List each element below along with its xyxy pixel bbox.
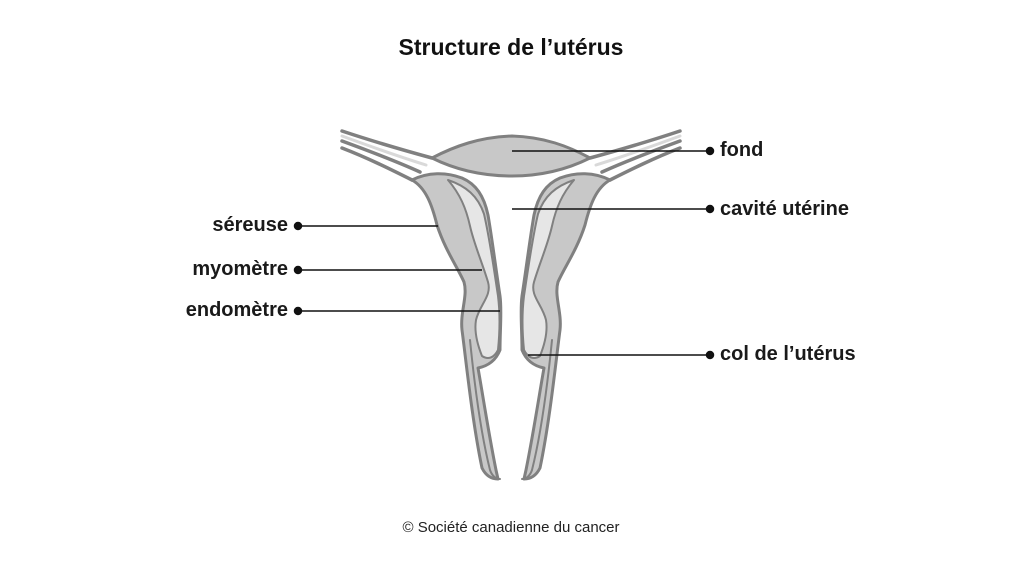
- left-endometrium: [447, 179, 501, 359]
- label-fond: fond: [720, 139, 763, 161]
- leader-dot-fond: [705, 146, 715, 156]
- leader-dot-cavite: [705, 204, 715, 214]
- right-fallopian-tube: [588, 129, 682, 182]
- label-col-uterus: col de l’utérus: [720, 343, 856, 365]
- right-vaginal-wall: [521, 339, 553, 480]
- copyright-notice: © Société canadienne du cancer: [402, 519, 620, 536]
- label-myometre: myomètre: [192, 258, 288, 280]
- leader-dot-col: [705, 350, 715, 360]
- leader-dot-myometre: [293, 265, 303, 275]
- left-fallopian-tube: [340, 129, 434, 182]
- leader-dot-sereuse: [293, 221, 303, 231]
- diagram-title: Structure de l’utérus: [398, 34, 624, 60]
- leader-dot-endometre: [293, 306, 303, 316]
- label-sereuse: séreuse: [212, 214, 288, 236]
- left-fallopian-tube-inner: [340, 134, 428, 167]
- fundus: [430, 134, 592, 178]
- uterus-illustration: [340, 129, 682, 481]
- left-vaginal-wall: [469, 339, 501, 480]
- label-endometre: endomètre: [186, 299, 288, 321]
- label-cavite-uterine: cavité utérine: [720, 198, 849, 220]
- right-endometrium: [521, 179, 575, 359]
- leader-lines: [293, 146, 715, 360]
